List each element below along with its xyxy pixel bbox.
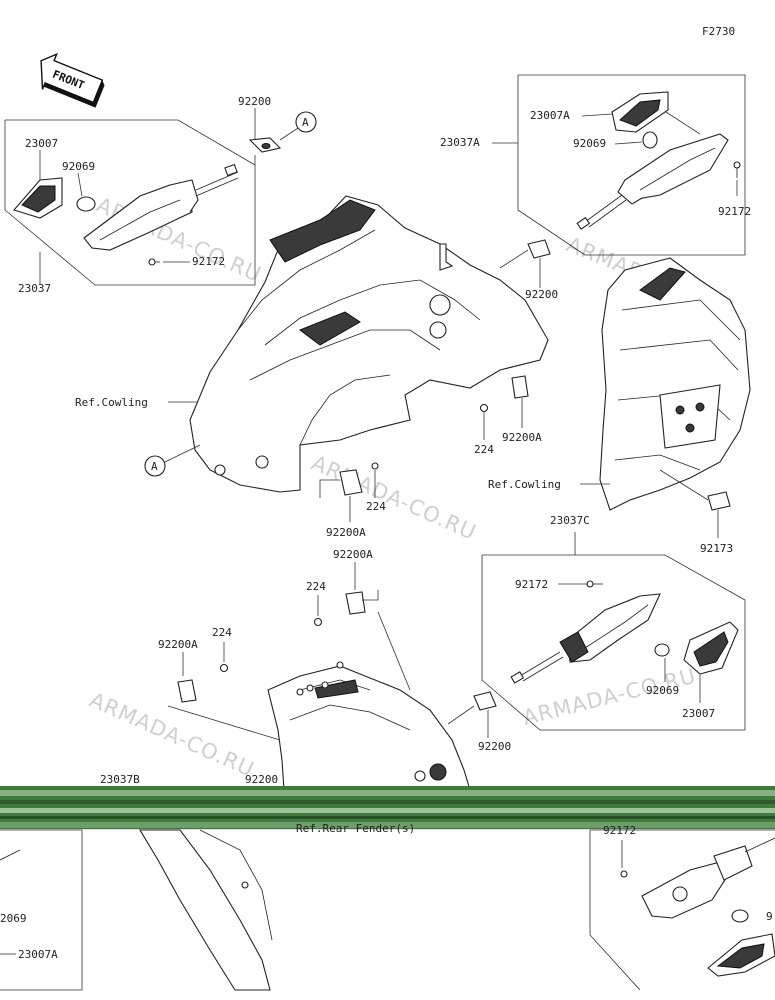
part-23037A: 23037A — [440, 136, 480, 149]
rear-fender: 92200 — [267, 661, 511, 791]
turn-signal-rear-right-lower: 92172 9 — [589, 824, 775, 991]
front-arrow-icon: FRONT — [40, 52, 105, 108]
part-92200A: 92200A — [333, 548, 373, 561]
bracket-92200A-right: 224 92200A — [474, 375, 542, 456]
part-92200: 92200 — [245, 773, 278, 786]
scan-noise-band — [0, 786, 775, 835]
turn-signal-rear-left: 2069 23007A — [0, 829, 83, 991]
part-92172: 92172 — [192, 255, 225, 268]
part-92173: 92173 — [700, 542, 733, 555]
part-23007A: 23007A — [18, 948, 58, 961]
part-92069: 92069 — [646, 684, 679, 697]
part-92200A: 92200A — [326, 526, 366, 539]
part-92200: 92200 — [478, 740, 511, 753]
grommet-92200-mid: 92200 — [499, 239, 558, 301]
ref-rear-fender: Ref.Rear Fender(s) — [296, 822, 415, 835]
callout-a: A — [302, 116, 309, 129]
part-23007A: 23007A — [530, 109, 570, 122]
part-9: 9 — [766, 910, 773, 923]
part-23037B: 23037B — [100, 773, 140, 786]
part-92069: 2069 — [0, 912, 27, 925]
part-92069: 92069 — [573, 137, 606, 150]
callout-a: A — [151, 460, 158, 473]
part-224: 224 — [366, 500, 386, 513]
callout-a-circle — [295, 111, 317, 133]
bracket-92200A-lowleft: 224 92200A — [158, 626, 281, 741]
part-23037C: 23037C — [550, 514, 590, 527]
bracket-92200A-low: 92200A 224 — [306, 548, 411, 691]
ref-cowling-right: Ref.Cowling — [488, 478, 561, 491]
part-23007: 23007 — [25, 137, 58, 150]
part-224: 224 — [212, 626, 232, 639]
part-23037: 23037 — [18, 282, 51, 295]
part-92172: 92172 — [718, 205, 751, 218]
turn-signal-front-left: 23007 92069 92172 23037 — [4, 119, 256, 295]
callout-a-circle — [144, 455, 166, 477]
part-92200A: 92200A — [502, 431, 542, 444]
bracket-92200A-center: 224 92200A — [319, 462, 386, 539]
rear-fender-lower — [139, 829, 273, 991]
turn-signal-front-right: 23007A 23037A 92069 92172 — [440, 74, 751, 256]
part-92200: 92200 — [525, 288, 558, 301]
part-92200: 92200 — [238, 95, 271, 108]
part-92172: 92172 — [603, 824, 636, 837]
grommet-92200-top: 92200 A — [238, 95, 317, 165]
part-92069: 92069 — [62, 160, 95, 173]
part-224: 224 — [306, 580, 326, 593]
figure-code: F2730 — [702, 25, 735, 38]
part-92200A: 92200A — [158, 638, 198, 651]
rear-frame: 92173 Ref.Cowling — [488, 257, 751, 555]
ref-cowling-left: Ref.Cowling — [75, 396, 148, 409]
part-92172: 92172 — [515, 578, 548, 591]
turn-signal-rear-right: 23037C 92172 92069 23007 — [481, 514, 746, 731]
part-224: 224 — [474, 443, 494, 456]
cowling-upper: Ref.Cowling A — [75, 195, 549, 493]
watermark: ARMADA-CO.RU — [86, 688, 258, 782]
part-23007: 23007 — [682, 707, 715, 720]
